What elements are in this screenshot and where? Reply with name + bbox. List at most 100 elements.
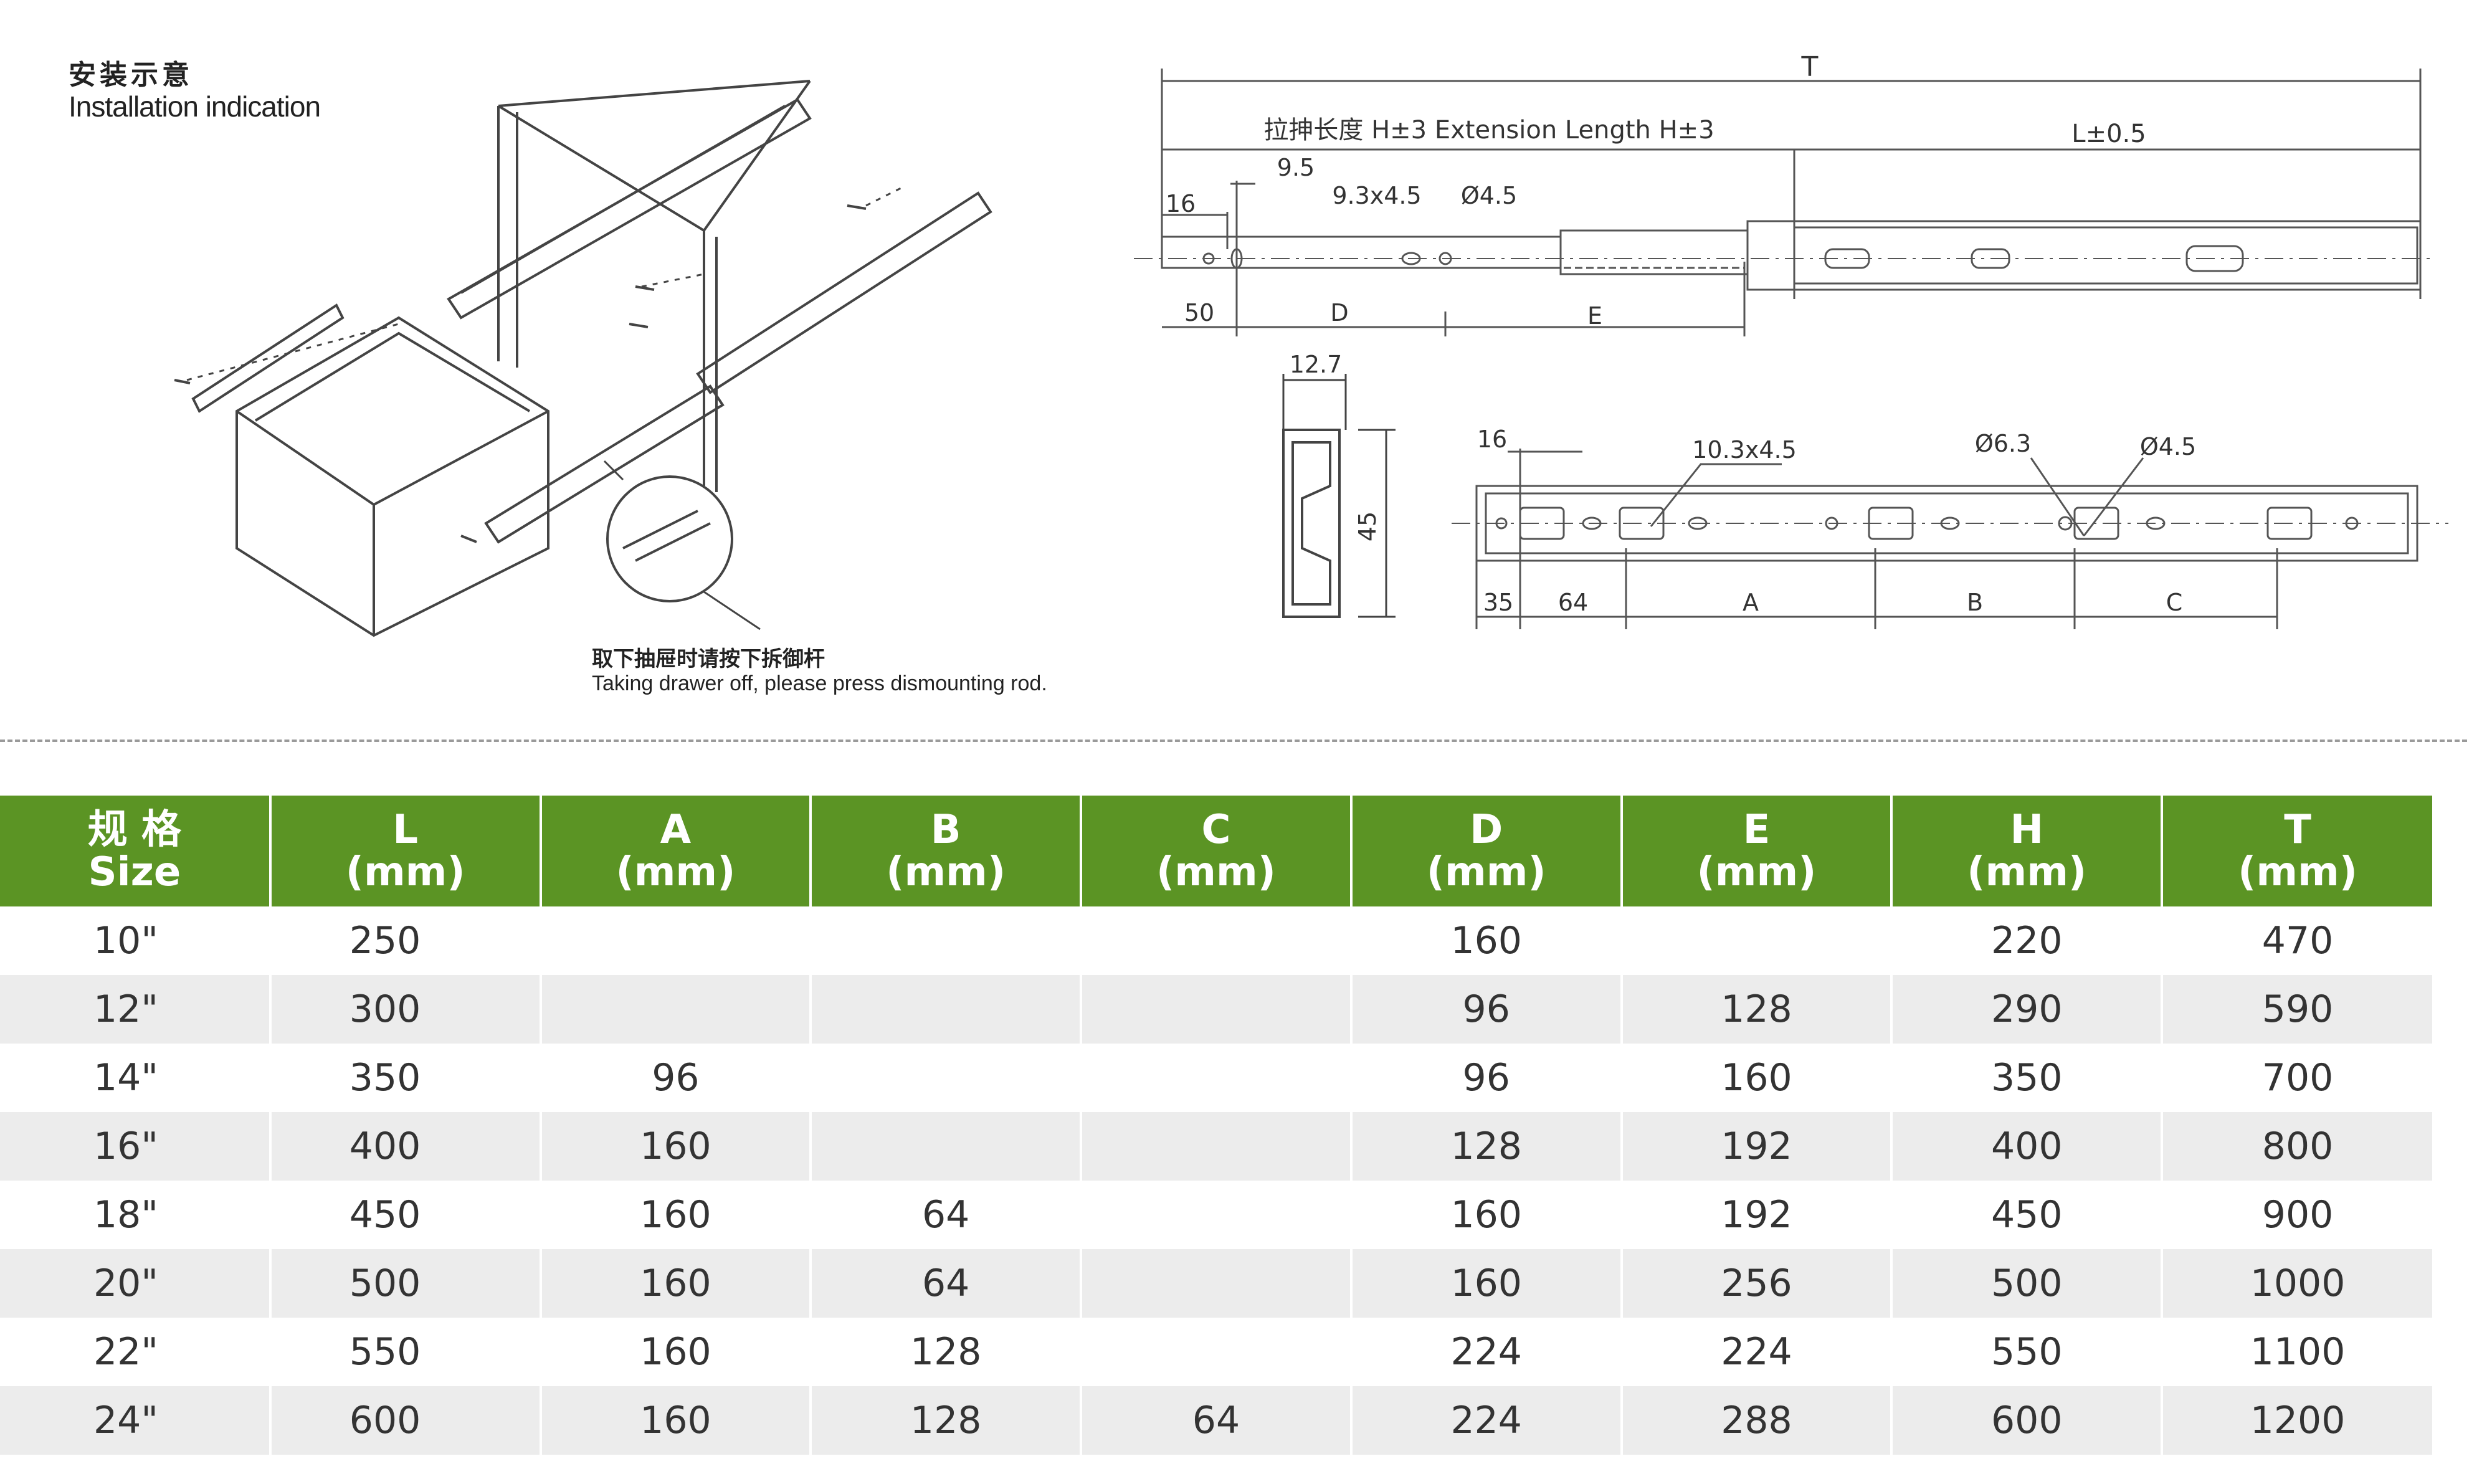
cell-C (1081, 1249, 1353, 1318)
cell-T: 1100 (2162, 1318, 2432, 1386)
dim-profile-height: 45 (1354, 511, 1381, 541)
header-T: T(mm) (2162, 796, 2432, 906)
dim-B: B (1967, 589, 1983, 616)
cell-L: 600 (270, 1386, 542, 1455)
cell-L: 400 (270, 1112, 542, 1181)
dim-bottom-slot: 10.3x4.5 (1692, 436, 1797, 464)
dim-extension: 拉抻长度 H±3 Extension Length H±3 (1263, 116, 1714, 145)
cell-size: 20" (0, 1249, 272, 1318)
cell-A: 96 (540, 1044, 812, 1112)
cell-A: 160 (540, 1112, 812, 1181)
dim-hole-6-3: Ø6.3 (1975, 430, 2031, 457)
cell-B (811, 1044, 1083, 1112)
installation-title-en: Installation indication (69, 90, 321, 123)
installation-title-cn: 安装示意 (69, 59, 193, 91)
cell-B: 64 (811, 1249, 1083, 1318)
cell-D: 96 (1351, 975, 1623, 1044)
cell-E: 192 (1621, 1181, 1893, 1249)
cell-E: 288 (1621, 1386, 1893, 1455)
table-row: 20" 500 160 64 160 256 500 1000 (0, 1249, 2432, 1318)
dismount-note-cn: 取下抽屉时请按下拆御杆 (592, 647, 825, 672)
cell-size: 16" (0, 1112, 272, 1181)
cell-A: 160 (540, 1249, 812, 1318)
cell-D: 96 (1351, 1044, 1623, 1112)
cell-E: 128 (1621, 975, 1893, 1044)
dim-16: 16 (1166, 190, 1196, 217)
cell-B: 64 (811, 1181, 1083, 1249)
dim-D: D (1330, 299, 1348, 326)
dim-bottom-35: 35 (1483, 589, 1513, 616)
table-row: 10" 250 160 220 470 (0, 906, 2432, 975)
cell-L: 300 (270, 975, 542, 1044)
header-H: H(mm) (1891, 796, 2164, 906)
table-row: 14" 350 96 96 160 350 700 (0, 1044, 2432, 1112)
cell-size: 24" (0, 1386, 272, 1455)
dismount-note-en: Taking drawer off, please press dismount… (592, 672, 1047, 695)
cell-A: 160 (540, 1318, 812, 1386)
cell-H: 400 (1891, 1112, 2164, 1181)
cell-L: 500 (270, 1249, 542, 1318)
dim-9-5: 9.5 (1277, 154, 1315, 181)
header-A: A(mm) (540, 796, 812, 906)
cell-H: 350 (1891, 1044, 2164, 1112)
cell-E: 160 (1621, 1044, 1893, 1112)
profile-section-drawing (1282, 374, 1396, 618)
cell-D: 224 (1351, 1318, 1623, 1386)
cell-E: 192 (1621, 1112, 1893, 1181)
cell-H: 220 (1891, 906, 2164, 975)
cell-E: 256 (1621, 1249, 1893, 1318)
table-row: 22" 550 160 128 224 224 550 1100 (0, 1318, 2432, 1386)
cell-size: 22" (0, 1318, 272, 1386)
cell-D: 160 (1351, 1249, 1623, 1318)
cell-H: 450 (1891, 1181, 2164, 1249)
dim-slot: 9.3x4.5 (1332, 182, 1421, 209)
cell-D: 160 (1351, 1181, 1623, 1249)
dim-A: A (1743, 589, 1759, 616)
table-row: 12" 300 96 128 290 590 (0, 975, 2432, 1044)
cell-H: 290 (1891, 975, 2164, 1044)
cell-H: 600 (1891, 1386, 2164, 1455)
header-D: D(mm) (1351, 796, 1623, 906)
cell-C (1081, 1112, 1353, 1181)
cell-T: 1000 (2162, 1249, 2432, 1318)
cell-E: 224 (1621, 1318, 1893, 1386)
cell-C (1081, 1044, 1353, 1112)
cell-L: 550 (270, 1318, 542, 1386)
cell-A: 160 (540, 1386, 812, 1455)
dim-C: C (2166, 589, 2183, 616)
cell-C (1081, 906, 1353, 975)
cell-T: 470 (2162, 906, 2432, 975)
cell-C (1081, 1181, 1353, 1249)
dim-bottom-64: 64 (1558, 589, 1588, 616)
bottom-slide-drawing (1452, 449, 2448, 629)
cell-H: 500 (1891, 1249, 2164, 1318)
section-divider (0, 740, 2467, 742)
table-row: 18" 450 160 64 160 192 450 900 (0, 1181, 2432, 1249)
cell-C (1081, 975, 1353, 1044)
cell-L: 250 (270, 906, 542, 975)
dim-hole: Ø4.5 (1461, 182, 1517, 209)
cell-D: 128 (1351, 1112, 1623, 1181)
cell-T: 1200 (2162, 1386, 2432, 1455)
table-row: 16" 400 160 128 192 400 800 (0, 1112, 2432, 1181)
cell-size: 10" (0, 906, 272, 975)
cell-T: 700 (2162, 1044, 2432, 1112)
dim-hole-4-5: Ø4.5 (2140, 433, 2196, 460)
header-C: C(mm) (1081, 796, 1353, 906)
technical-drawings: T 拉抻长度 H±3 Extension Length H±3 L±0.5 9.… (174, 51, 2448, 637)
cell-T: 900 (2162, 1181, 2432, 1249)
cell-T: 800 (2162, 1112, 2432, 1181)
dim-L-tol: L±0.5 (2071, 120, 2146, 148)
cell-A (540, 975, 812, 1044)
cell-size: 14" (0, 1044, 272, 1112)
cell-size: 12" (0, 975, 272, 1044)
cell-H: 550 (1891, 1318, 2164, 1386)
dim-bottom-16: 16 (1477, 426, 1507, 453)
cell-T: 590 (2162, 975, 2432, 1044)
cell-C: 64 (1081, 1386, 1353, 1455)
dim-profile-width: 12.7 (1290, 351, 1343, 378)
cell-B: 128 (811, 1386, 1083, 1455)
dim-50: 50 (1184, 299, 1214, 326)
